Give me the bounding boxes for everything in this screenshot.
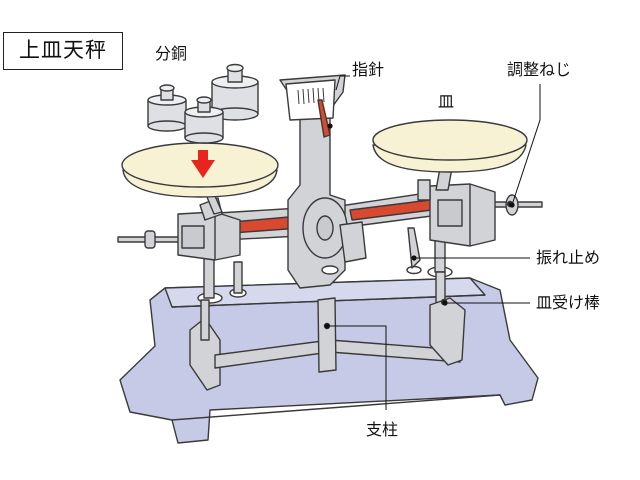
leader-lines [327, 75, 541, 410]
pan-support-left [189, 257, 247, 391]
diagram-title: 上皿天秤 [3, 32, 123, 70]
label-pillar: 支柱 [366, 420, 399, 439]
down-arrow-icon [191, 150, 215, 178]
label-pan-support: 皿受け棒 [536, 293, 601, 312]
label-adjust-screw: 調整ねじ [507, 60, 572, 79]
central-housing [279, 74, 367, 289]
left-axle [117, 230, 183, 249]
label-swing-stopper: 振れ止め [536, 248, 601, 267]
label-pan: 皿 [438, 92, 455, 111]
weights [147, 63, 259, 144]
label-weights: 分銅 [155, 44, 188, 63]
pillar [317, 297, 337, 373]
label-pointer: 指針 [352, 60, 385, 79]
pan-right [372, 119, 528, 191]
leader-dots [324, 123, 515, 329]
left-end-block [177, 197, 241, 261]
right-axle [489, 194, 543, 216]
right-end-block [417, 179, 496, 247]
